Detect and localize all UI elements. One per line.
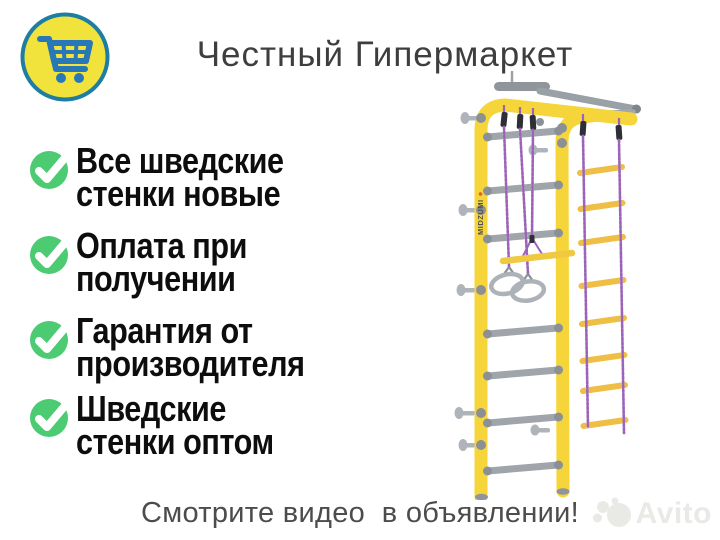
- benefit-line: производителя: [76, 343, 305, 384]
- page-title: Честный Гипермаркет: [196, 35, 574, 74]
- benefit-line: стенки новые: [76, 173, 281, 214]
- benefit-line: Гарантия от: [76, 310, 253, 351]
- brand-text: MIDZUMI: [476, 199, 485, 235]
- trapeze: [499, 235, 576, 265]
- product-image-swedish-wall: MIDZUMI: [430, 70, 720, 504]
- gym-rings: [489, 266, 547, 304]
- avito-watermark: Avito: [592, 496, 712, 532]
- check-icon: [28, 393, 74, 439]
- benefit-item-1: Все шведские стенки новые: [28, 140, 320, 214]
- straps: [500, 105, 623, 141]
- benefit-line: получении: [76, 258, 236, 299]
- benefit-line: Все шведские: [76, 140, 284, 181]
- caption: Смотрите видео в объявлении!: [140, 497, 580, 529]
- rope-ladder-rungs: [577, 164, 629, 429]
- shop-logo: [20, 12, 110, 102]
- check-icon: [28, 145, 74, 191]
- benefit-item-4: Шведские стенки оптом: [28, 388, 309, 462]
- check-icon: [28, 230, 74, 276]
- benefit-line: Оплата при: [76, 225, 247, 266]
- benefit-item-2: Оплата при получении: [28, 225, 277, 299]
- avito-logo-icon: [592, 497, 631, 527]
- avito-watermark-text: Avito: [635, 497, 712, 530]
- benefit-line: Шведские: [76, 388, 226, 429]
- benefit-item-3: Гарантия от производителя: [28, 310, 345, 384]
- check-icon: [28, 315, 74, 361]
- cart-icon: [20, 12, 110, 102]
- brand-dot: [478, 192, 483, 196]
- benefit-line: стенки оптом: [76, 421, 274, 462]
